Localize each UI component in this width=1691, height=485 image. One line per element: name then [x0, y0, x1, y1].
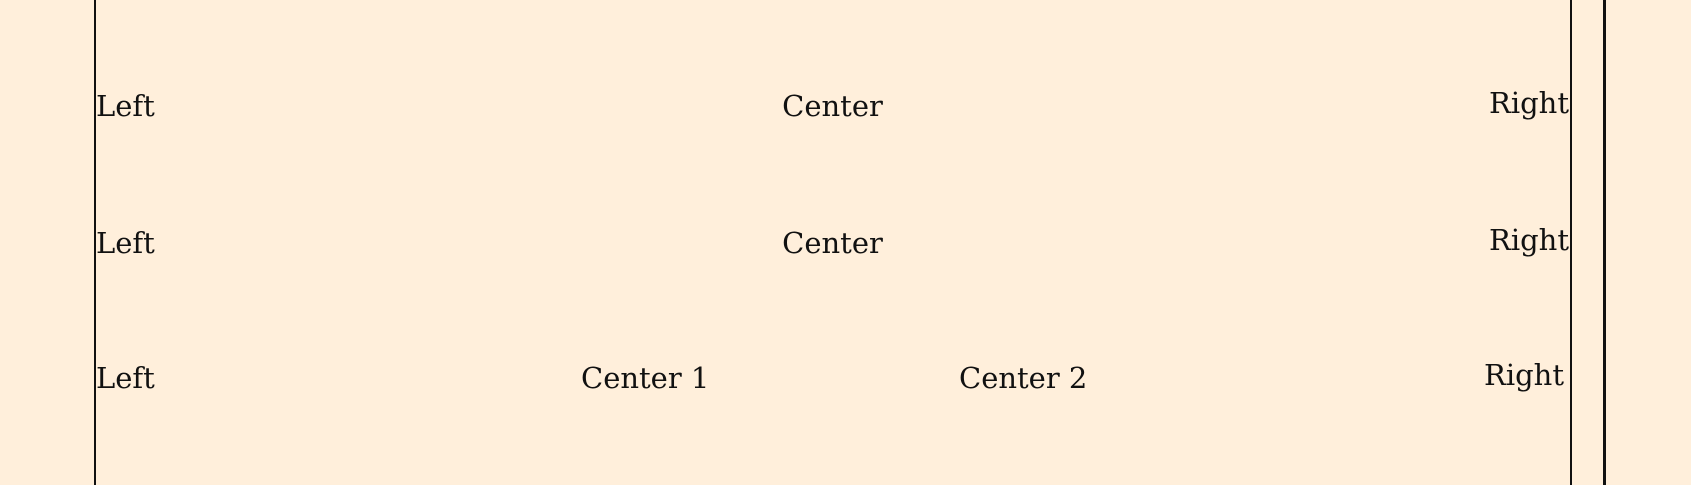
left-label-row-1: Left: [96, 89, 155, 123]
right-label-row-3: Right: [1483, 358, 1564, 392]
outer-right-line: [1603, 0, 1606, 485]
center-label-row-1: Center: [782, 89, 883, 123]
right-label-row-1: Right: [1488, 86, 1569, 120]
center-2-label-row-3: Center 2: [959, 361, 1088, 395]
text-row-1: Left Center Right: [96, 86, 1569, 124]
left-label-row-3: Left: [96, 361, 155, 395]
right-frame-line: [1570, 0, 1572, 485]
text-row-3: Left Center 1 Center 2 Right: [96, 358, 1569, 396]
center-1-label-row-3: Center 1: [581, 361, 710, 395]
center-label-row-2: Center: [782, 226, 883, 260]
right-label-row-2: Right: [1488, 223, 1569, 257]
text-row-2: Left Center Right: [96, 223, 1569, 261]
left-label-row-2: Left: [96, 226, 155, 260]
left-frame-line: [94, 0, 96, 485]
